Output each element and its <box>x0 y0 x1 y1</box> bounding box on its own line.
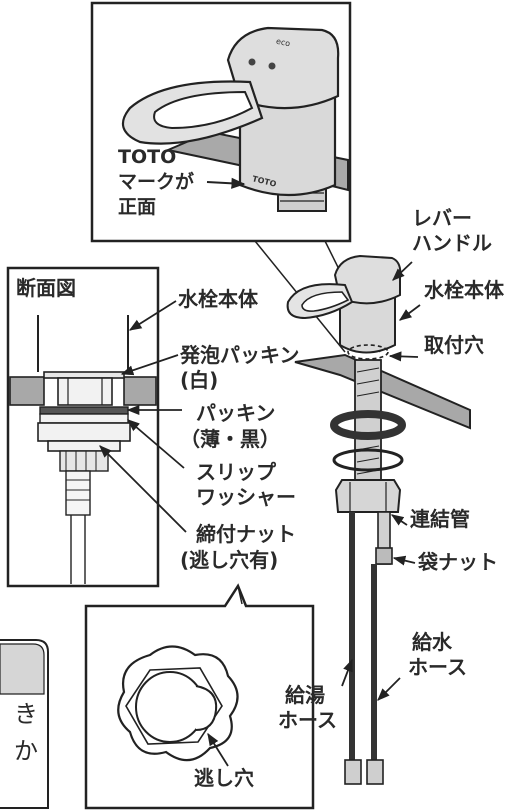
main-countertop <box>294 353 471 430</box>
hot-hose-label-2: ホース <box>278 708 337 732</box>
slip-washer-label-2: ワッシャー <box>196 485 296 509</box>
partial-note-line-2: か <box>14 737 38 765</box>
section-title: 断面図 <box>16 276 76 300</box>
main-connecting-pipe <box>375 511 393 565</box>
lever-handle-label-2: ハンドル <box>412 231 492 255</box>
main-tighten-nut <box>334 479 402 513</box>
mount-hole-dashed <box>347 344 389 360</box>
main-hoses <box>344 512 384 785</box>
slip-washer-label-1: スリップ <box>196 460 276 484</box>
pipe-leader <box>390 514 408 526</box>
inset-top-faucet <box>121 26 340 212</box>
mount-hole-leader <box>388 351 419 362</box>
connecting-pipe-label: 連結管 <box>410 507 470 531</box>
tighten-nut-label-2: (逃し穴有) <box>180 548 279 572</box>
toto-mark-label-1: TOTO <box>118 146 177 168</box>
cold-hose-leader <box>377 677 401 701</box>
foam-packing-label-2: (白) <box>180 368 219 392</box>
section-body-leader <box>128 300 177 331</box>
section-foam-leader <box>120 354 179 376</box>
cap-nut-leader <box>392 555 416 566</box>
main-packing-black <box>330 410 406 440</box>
cold-hose-label-1: 給水 <box>412 630 452 654</box>
section-faucet-body-label: 水栓本体 <box>178 287 258 311</box>
partial-note-line-1: き <box>14 700 38 728</box>
packing-label-2: （薄・黒） <box>180 427 280 451</box>
cap-nut-label: 袋ナット <box>418 550 498 574</box>
mount-hole-label: 取付穴 <box>424 333 484 357</box>
toto-mark-leader <box>206 177 246 189</box>
lever-handle-label-1: レバー <box>412 206 472 230</box>
main-faucet <box>286 254 402 360</box>
lever-leader <box>392 261 413 281</box>
detail-nut <box>117 645 239 762</box>
hot-hose-leader <box>341 658 353 687</box>
section-nut-leader <box>99 445 187 533</box>
relief-hole-label: 逃し穴 <box>194 766 254 790</box>
foam-packing-label-1: 発泡パッキン <box>180 343 300 367</box>
faucet-body-label: 水栓本体 <box>424 278 504 302</box>
section-body <box>9 315 157 584</box>
tighten-nut-label-1: 締付ナット <box>196 522 296 546</box>
toto-mark-label-2: マークが <box>118 171 195 193</box>
relief-hole-leader <box>207 732 229 767</box>
partial-note-box <box>0 639 49 809</box>
packing-label-1: パッキン <box>196 401 276 425</box>
detail-pointer <box>237 585 243 605</box>
cold-hose-label-2: ホース <box>408 655 467 679</box>
main-slip-washer <box>332 448 404 472</box>
toto-mark-label-3: 正面 <box>118 196 157 218</box>
hot-hose-label-1: 給湯 <box>285 683 325 707</box>
section-washer-leader <box>127 419 185 469</box>
body-leader <box>398 304 421 321</box>
